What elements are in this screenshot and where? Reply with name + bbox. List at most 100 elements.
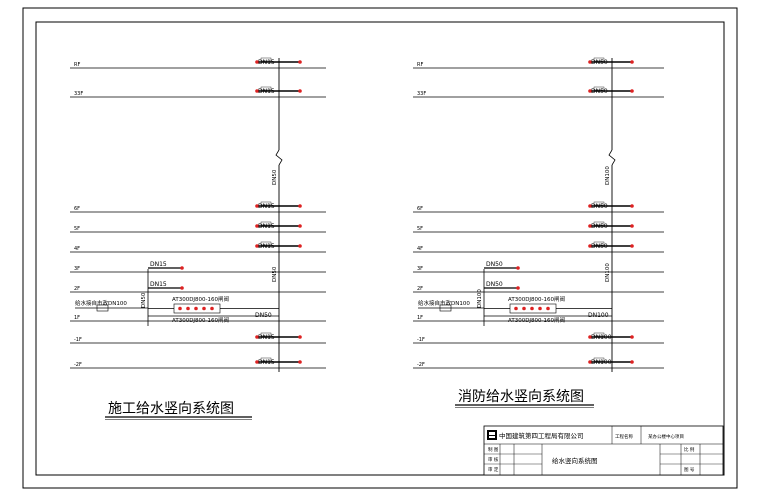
branch-label: DN100 bbox=[591, 359, 612, 366]
project-label: 工程名称 bbox=[615, 433, 633, 440]
valve-dot bbox=[298, 244, 302, 248]
inner-frame bbox=[35, 21, 725, 476]
branch-label: DN15 bbox=[258, 59, 275, 66]
riser-break-symbol bbox=[275, 149, 283, 166]
branch-label: DN50 bbox=[591, 223, 608, 230]
water-meter-icon bbox=[439, 304, 452, 312]
valve-dot bbox=[630, 335, 634, 339]
row-label-drafter: 制 图 bbox=[488, 446, 499, 453]
valve-symbol bbox=[593, 221, 605, 226]
meter-label-bottom: AT300DJ800-160闸阀 bbox=[172, 316, 229, 324]
valve-dot bbox=[180, 266, 184, 270]
branch-label: DN15 bbox=[258, 334, 275, 341]
side-branch-label: DN50 bbox=[486, 261, 503, 268]
floor-label: 4F bbox=[417, 246, 423, 252]
valve-dot bbox=[630, 60, 634, 64]
main-supply-label: DN50 bbox=[255, 312, 272, 319]
construction-water-diagram: 施工给水竖向系统图 RF33F6F5F4F3F2F1F-1F-2FDN50DN5… bbox=[70, 57, 326, 420]
row-label-scale: 比 例 bbox=[684, 446, 695, 453]
floor-label: 2F bbox=[417, 286, 423, 292]
valve-symbol bbox=[260, 241, 272, 246]
valve-dot bbox=[255, 224, 259, 228]
meter-valve-dot bbox=[538, 306, 542, 311]
valve-dot bbox=[180, 286, 184, 290]
valve-symbol bbox=[260, 357, 272, 362]
valve-dot bbox=[298, 60, 302, 64]
valve-dot bbox=[298, 204, 302, 208]
valve-dot bbox=[630, 89, 634, 93]
branch-label: DN50 bbox=[591, 88, 608, 95]
valve-dot bbox=[255, 335, 259, 339]
branch-label: DN50 bbox=[591, 59, 608, 66]
floor-label: -1F bbox=[417, 337, 425, 343]
floor-label: 1F bbox=[74, 315, 80, 321]
valve-dot bbox=[255, 360, 259, 364]
valve-symbol bbox=[260, 221, 272, 226]
branch-label: DN15 bbox=[258, 223, 275, 230]
riser-break-symbol bbox=[608, 149, 616, 166]
valve-dot bbox=[298, 360, 302, 364]
right-diagram-title: 消防给水竖向系统图 bbox=[458, 389, 584, 405]
side-branch-label: DN15 bbox=[150, 261, 167, 268]
source-label: 给水接自市政DN100 bbox=[75, 299, 127, 307]
water-meter-icon bbox=[96, 304, 109, 312]
valve-dot bbox=[298, 224, 302, 228]
company-name: 中国建筑第四工程局有限公司 bbox=[499, 431, 584, 440]
meter-valve-dot bbox=[514, 306, 518, 311]
floor-label: RF bbox=[74, 62, 80, 68]
source-label: 给水接自市政DN100 bbox=[418, 299, 470, 307]
riser-label-bottom: DN100 bbox=[605, 263, 611, 282]
floor-label: 6F bbox=[417, 206, 423, 212]
meter-label-top: AT300DJ800-160闸阀 bbox=[172, 295, 229, 303]
meter-label-bottom: AT300DJ800-160闸阀 bbox=[508, 316, 565, 324]
floor-label: 3F bbox=[74, 266, 80, 272]
side-branch-label: DN15 bbox=[150, 281, 167, 288]
valve-dot bbox=[588, 89, 592, 93]
meter-valve-dot bbox=[210, 306, 214, 311]
drawing-title: 给水竖向系统图 bbox=[552, 456, 598, 465]
valve-dot bbox=[630, 244, 634, 248]
valve-dot bbox=[588, 335, 592, 339]
valve-dot bbox=[255, 60, 259, 64]
valve-dot bbox=[255, 244, 259, 248]
meter-valve-dot bbox=[202, 306, 206, 311]
floor-label: 3F bbox=[417, 266, 423, 272]
valve-dot bbox=[630, 204, 634, 208]
row-label-approver: 审 定 bbox=[488, 466, 499, 473]
row-label-drawing-no: 图 号 bbox=[684, 467, 695, 473]
floor-label: 1F bbox=[417, 315, 423, 321]
floor-label: 33F bbox=[417, 91, 426, 97]
valve-symbol bbox=[260, 86, 272, 91]
valve-symbol bbox=[593, 357, 605, 362]
meter-valve-dot bbox=[546, 306, 550, 311]
floor-label: 4F bbox=[74, 246, 80, 252]
company-logo-icon-inner2 bbox=[489, 436, 495, 438]
meter-valve-dot bbox=[178, 306, 182, 311]
valve-dot bbox=[516, 266, 520, 270]
valve-symbol bbox=[260, 201, 272, 206]
meter-valve-dot bbox=[530, 306, 534, 311]
row-label-checker: 审 核 bbox=[488, 456, 499, 463]
floor-label: 2F bbox=[74, 286, 80, 292]
valve-dot bbox=[588, 204, 592, 208]
floor-label: 5F bbox=[74, 226, 80, 232]
valve-symbol bbox=[593, 201, 605, 206]
valve-dot bbox=[588, 60, 592, 64]
side-branch-label: DN50 bbox=[486, 281, 503, 288]
floor-label: -2F bbox=[74, 362, 82, 368]
company-logo-icon-inner bbox=[489, 432, 495, 435]
title-block: 中国建筑第四工程局有限公司 工程名称 某办公楼中心项目 给水竖向系统图 制 图 … bbox=[483, 425, 724, 476]
riser-label-top: DN50 bbox=[272, 169, 278, 185]
valve-symbol bbox=[593, 86, 605, 91]
floor-label: 5F bbox=[417, 226, 423, 232]
side-riser-label: DN100 bbox=[477, 289, 483, 308]
valve-dot bbox=[255, 89, 259, 93]
branch-label: DN15 bbox=[258, 359, 275, 366]
outer-frame bbox=[22, 7, 738, 489]
floor-label: 33F bbox=[74, 91, 83, 97]
valve-symbol bbox=[260, 332, 272, 337]
title-block-frame bbox=[483, 425, 724, 476]
valve-dot bbox=[298, 335, 302, 339]
branch-label: DN15 bbox=[258, 203, 275, 210]
